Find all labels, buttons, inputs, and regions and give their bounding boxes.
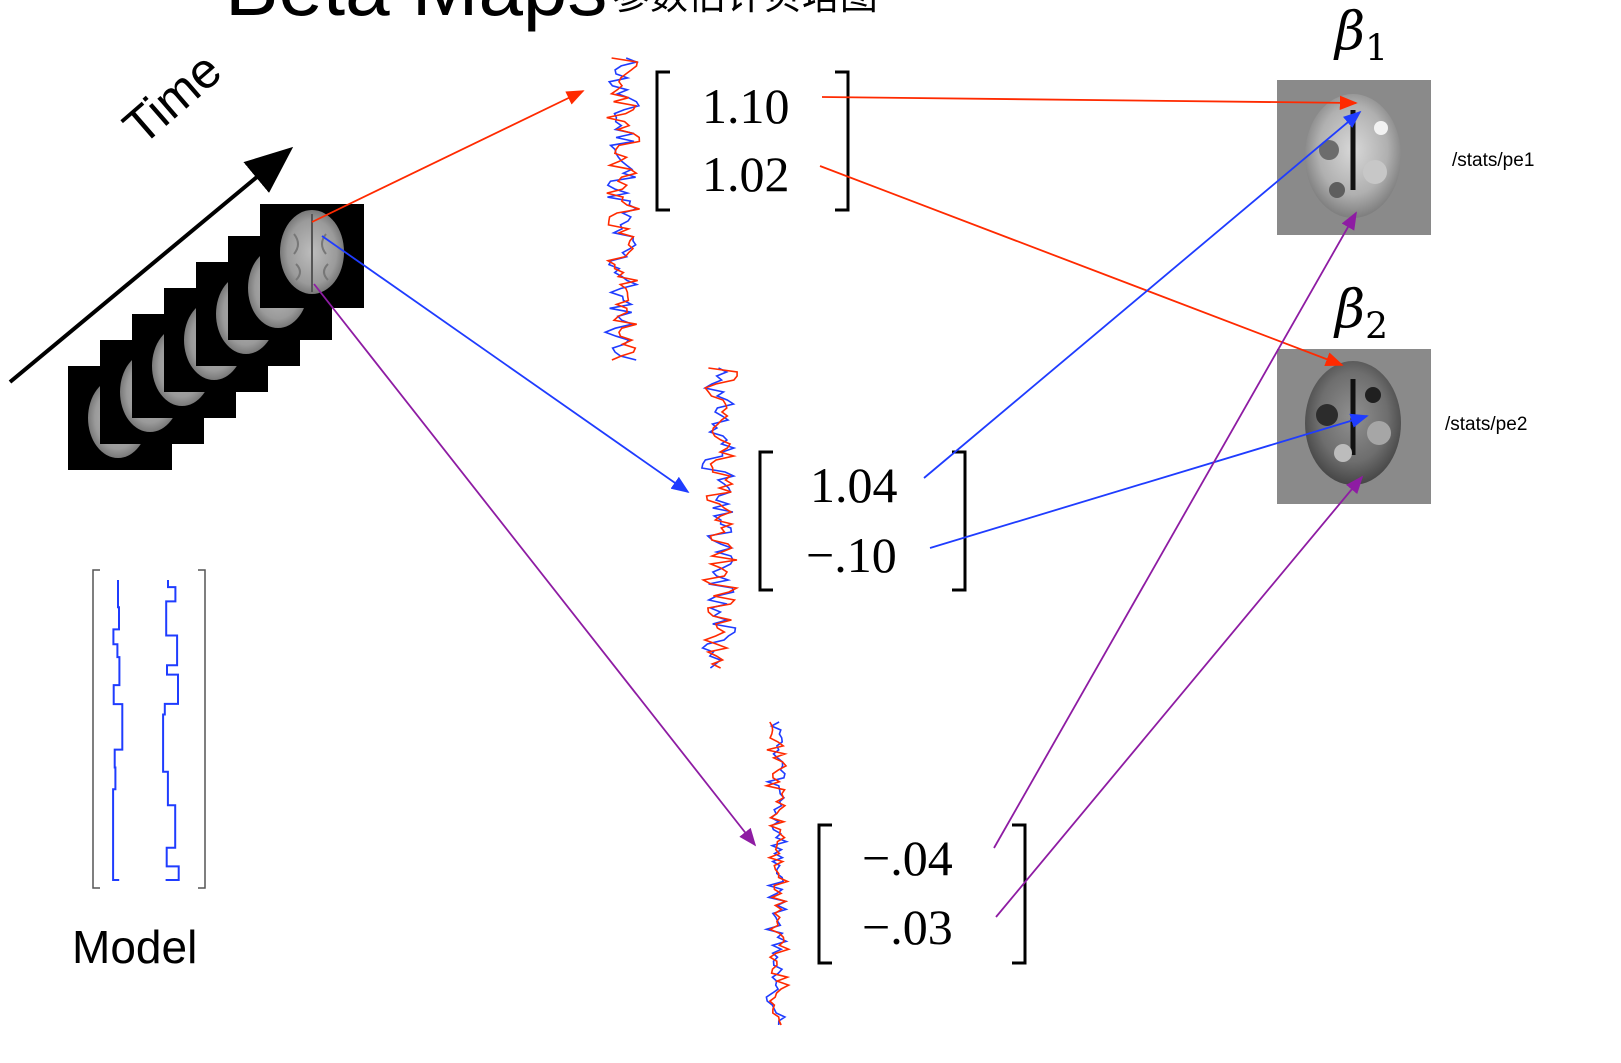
timeseries-signal-2 — [700, 367, 740, 669]
voxel-3-beta-2: −.03 — [862, 899, 953, 955]
brain-slice-stack — [68, 204, 364, 470]
brain-map-beta2 — [1277, 349, 1431, 504]
timeseries-2-data — [700, 367, 740, 669]
voxel-2-beta-2: −.10 — [806, 527, 897, 583]
design-matrix-regressor-1-line — [112, 580, 124, 881]
arrow-v1b2-to-map2 — [819, 165, 1344, 366]
voxel-1-beta-2: 1.02 — [702, 146, 790, 202]
model-label: Model — [72, 921, 198, 973]
voxel-1-beta-vector: 1.10 1.02 — [655, 70, 850, 212]
voxel-2-beta-vector: 1.04 −.10 — [758, 450, 967, 592]
voxel-1-beta-1: 1.10 — [702, 78, 790, 134]
timeseries-3-data — [763, 721, 792, 1026]
beta-2-path: /stats/pe2 — [1445, 414, 1528, 435]
page-title: Beta Maps 参数估计贝塔图 — [225, 0, 878, 34]
arrow-brain-to-voxel-2 — [321, 235, 690, 494]
beta-2-label: β2 — [1335, 280, 1388, 347]
arrow-brain-to-voxel-1 — [311, 90, 585, 223]
arrow-v1b1-to-map1 — [821, 95, 1358, 111]
design-matrix-regressor-2 — [162, 580, 180, 881]
beta-1-label: β1 — [1335, 2, 1388, 69]
arrow-v3b1-to-map1 — [993, 211, 1357, 849]
voxel-3-beta-vector: −.04 −.03 — [817, 823, 1027, 965]
voxel-2-beta-1: 1.04 — [810, 457, 898, 513]
arrow-v2b2-to-map2 — [929, 413, 1369, 549]
beta-2-subscript: 2 — [1365, 306, 1388, 348]
timeseries-1-data — [605, 57, 641, 361]
title-sub: 参数估计贝塔图 — [612, 0, 878, 18]
design-matrix — [92, 569, 206, 889]
title-main: Beta Maps — [225, 0, 607, 32]
time-arrow — [8, 146, 294, 384]
brain-slice-front — [260, 204, 364, 308]
beta-1-path: /stats/pe1 — [1452, 150, 1535, 171]
beta-1-subscript: 1 — [1365, 28, 1388, 70]
beta-2-symbol: β — [1335, 280, 1366, 340]
arrow-brain-to-voxel-3 — [313, 283, 757, 847]
design-matrix-regressor-2-line — [162, 580, 180, 881]
arrow-v3b2-to-map2 — [995, 475, 1364, 918]
design-matrix-regressor-1 — [112, 580, 124, 881]
voxel-3-beta-1: −.04 — [862, 830, 953, 886]
brain-map-beta1 — [1277, 80, 1431, 235]
beta-1-symbol: β — [1335, 2, 1366, 62]
timeseries-signal-1 — [603, 57, 641, 361]
arrow-v2b1-to-map1 — [923, 110, 1362, 479]
timeseries-signal-3 — [763, 721, 792, 1026]
